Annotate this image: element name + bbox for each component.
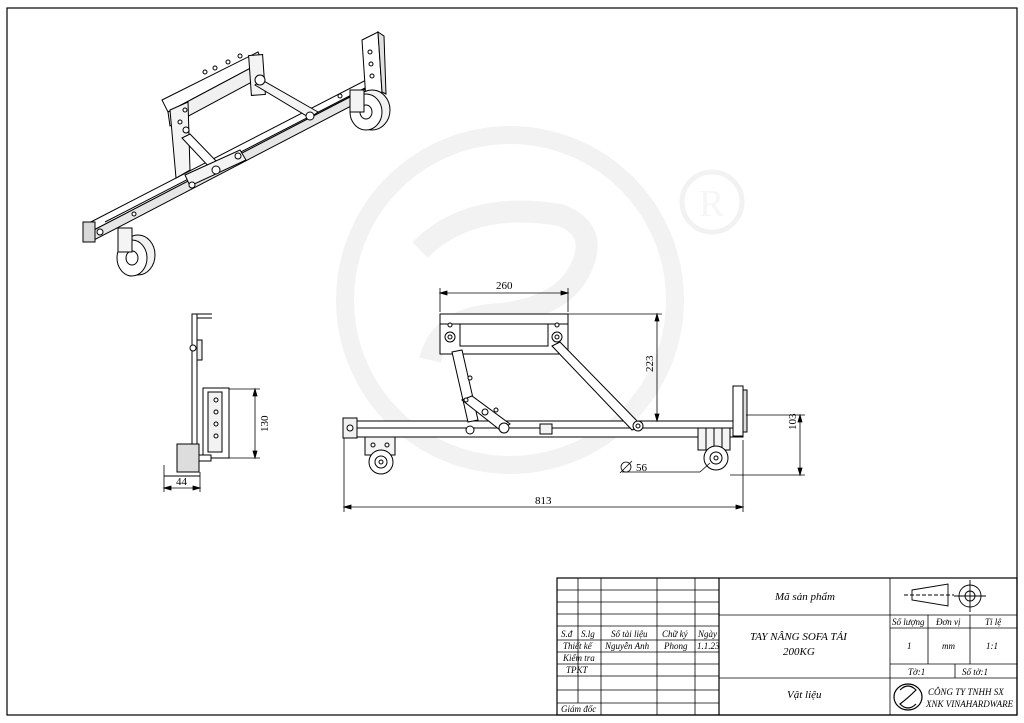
header-sd: S.đ [561,629,573,639]
product-name-line2: 200KG [783,646,815,658]
row-kiem-tra-role: Kiểm tra [562,653,595,663]
svg-text:R: R [699,183,725,225]
row-thiet-ke-signature: Phong [663,641,688,651]
title-block-lines [556,577,1018,716]
company-logo-icon [893,683,923,711]
company-name-line2: XNK VINAHARDWARE [925,699,1014,709]
front-view-dimensions [342,288,805,512]
side-view-dimensions [162,387,260,492]
header-so-tai-lieu: Số tài liệu [611,629,648,639]
product-name-line1: TAY NÂNG SOFA TẢI [750,631,848,643]
isometric-view [82,31,391,277]
row-thiet-ke-role: Thiết kế [563,641,594,651]
to-label: Tờ:1 [908,667,925,677]
front-view [342,313,748,475]
header-chu-ky: Chữ ký [662,629,688,639]
don-vi-label: Đơn vị [935,617,961,627]
dim-130: 130 [259,415,271,432]
ti-le-value: 1:1 [986,641,998,651]
material-label: Vật liệu [787,689,822,701]
row-giam-doc-role: Giám đốc [561,704,596,714]
dim-260: 260 [496,280,513,292]
company-name-line1: CÔNG TY TNHH SX [928,687,1004,697]
header-ngay: Ngày [697,629,717,639]
drawing-border [6,7,1018,716]
row-thiet-ke-date: 1.1.23 [697,641,720,651]
side-view [164,313,230,477]
projection-symbol-icon [904,580,986,612]
ti-le-label: Tỉ lệ [985,617,1002,627]
dim-223: 223 [644,355,656,372]
dim-813: 813 [535,495,552,507]
so-luong-label: Số lượng [892,617,925,627]
row-tpkt-role: TPKT [566,665,589,675]
don-vi-value: mm [942,641,955,651]
product-code-label: Mã sản phẩm [774,591,835,603]
watermark-logo: R [336,126,745,474]
so-luong-value: 1 [907,641,912,651]
header-slg: S.lg [581,629,595,639]
row-thiet-ke-name: Nguyễn Anh [604,641,650,651]
so-to-label: Số tờ:1 [962,667,988,677]
dim-44: 44 [176,476,188,488]
dim-56: 56 [636,462,648,474]
dim-103: 103 [787,413,799,430]
